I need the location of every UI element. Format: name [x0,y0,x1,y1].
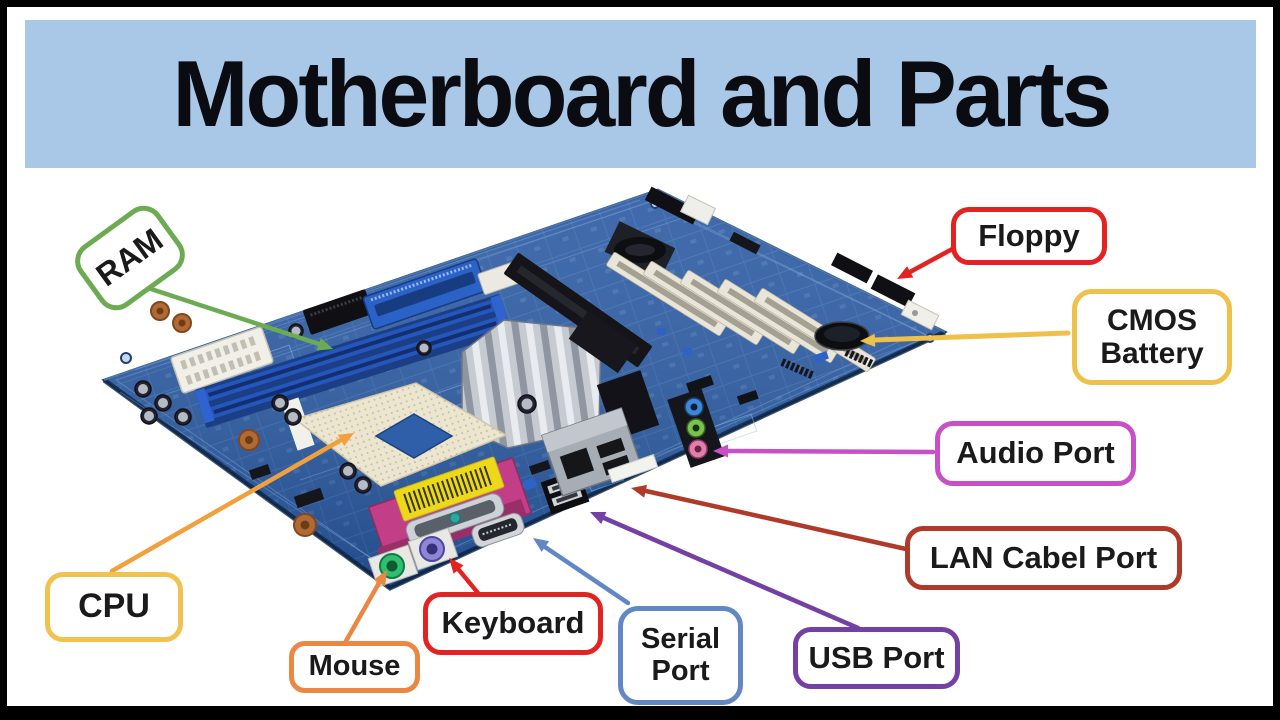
edge-connectors [644,186,940,380]
io-ports [367,388,725,588]
audio-ports [667,388,725,468]
callout-arrows [109,244,1071,644]
callout-keyboard: Keyboard [423,592,603,655]
callout-lan-label: LAN Cabel Port [929,539,1158,575]
atx-power-connector [170,326,274,394]
callout-usb-label: USB Port [808,639,945,675]
callout-floppy: Floppy [951,207,1107,265]
callout-audio-label: Audio Port [956,435,1115,471]
keyboard-arrow [449,558,481,596]
callout-serial-line2: Port [651,654,710,687]
callout-audio-port: Audio Port [935,421,1136,486]
ps2-keyboard-port [407,527,459,571]
ram-slots [194,294,512,428]
title-banner: Motherboard and Parts [25,20,1256,168]
callout-lan-port: LAN Cabel Port [905,526,1182,590]
serial-port-arrow [533,538,631,606]
cpu-arrow [109,433,354,574]
floppy-connector [900,299,940,331]
lan-port-arrow [631,484,909,552]
cmos-battery-arrow [860,330,1071,347]
audio-port-arrow [713,444,936,458]
callout-cmos-line1: CMOS [1107,304,1197,337]
cpu-socket [281,382,508,487]
callout-cmos-line2: Battery [1100,337,1204,370]
smd-chips [248,328,759,509]
serial-port-connector [471,512,525,548]
usb-port-arrow [590,512,861,631]
callout-cmos-battery: CMOS Battery [1072,289,1232,385]
callout-ram-label: RAM [89,221,170,294]
floppy-arrow [897,244,959,279]
copper-coils [150,301,317,537]
teal-jumper [449,512,461,524]
callout-serial-line1: Serial [641,622,720,655]
bottom-black-bar [0,706,1280,720]
callout-mouse-label: Mouse [308,650,401,683]
ram-arrow [148,286,333,351]
page-title: Motherboard and Parts [172,41,1112,146]
barcode-sticker [607,453,659,484]
callout-serial-port: Serial Port [618,606,743,705]
callout-keyboard-label: Keyboard [441,605,585,641]
callout-floppy-label: Floppy [978,217,1080,253]
ide-connector-black [303,289,373,335]
white-connector-top [679,194,717,226]
callout-cpu-label: CPU [78,587,150,626]
cmos-battery-part [814,321,870,351]
callout-usb-port: USB Port [793,627,960,689]
callout-cpu: CPU [45,572,183,642]
mouse-arrow [343,570,387,644]
callout-mouse: Mouse [289,641,420,693]
